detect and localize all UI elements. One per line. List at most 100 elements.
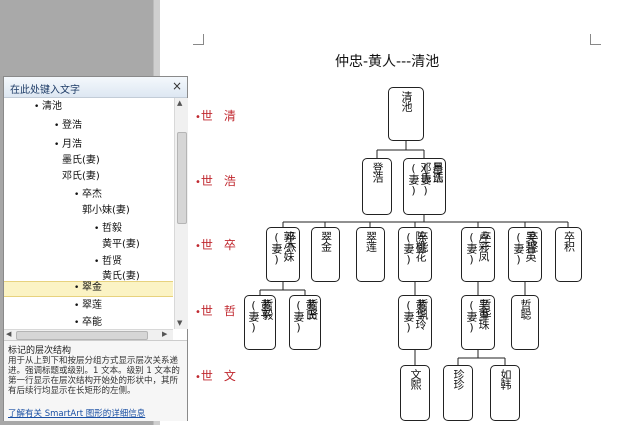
horizontal-scrollbar[interactable]: ◀ ▶: [4, 329, 173, 340]
org-node-zuji[interactable]: 卒积: [555, 227, 582, 282]
org-node-zuneng[interactable]: 陈桃花(妻) 卒能: [398, 227, 432, 282]
list-item[interactable]: 邓氏(妻): [62, 170, 100, 184]
app-background: [0, 0, 160, 76]
org-node-cuilian[interactable]: 翠莲: [356, 227, 385, 282]
scroll-down-icon[interactable]: ▼: [177, 319, 183, 327]
node-label: 吴重珠(妻): [465, 299, 490, 333]
node-label: 登浩: [371, 162, 384, 182]
org-node-ruhan[interactable]: 如韩: [490, 365, 520, 421]
node-label: 卒坚: [526, 231, 539, 251]
scroll-up-icon[interactable]: ▲: [177, 99, 183, 107]
org-node-yuehao[interactable]: 邓氏(妻) 墨氏(妻) 月浩: [403, 158, 446, 215]
org-node-zhekai[interactable]: 黄华玲(妻) 哲凯: [398, 295, 432, 350]
generation-label: •世清: [195, 109, 236, 123]
item-label: 哲贤: [102, 256, 122, 267]
org-node-zugan[interactable]: 卢彩凤(妻) 卒干: [461, 227, 495, 282]
item-label: 哲毅: [102, 223, 122, 234]
item-label: 卒杰: [82, 189, 102, 200]
selected-row-highlight: [4, 281, 173, 297]
node-label: 吴碧英(妻): [512, 231, 537, 265]
node-label: 哲聪: [519, 299, 532, 319]
org-node-wenxi[interactable]: 文熙: [400, 365, 430, 421]
scrollbar-thumb[interactable]: [16, 331, 148, 340]
node-label: 珍珍: [452, 369, 465, 389]
org-node-cuijin[interactable]: 翠金: [311, 227, 340, 282]
node-label: 卒积: [562, 231, 576, 251]
scroll-left-icon[interactable]: ◀: [6, 330, 12, 338]
generation-label: •世卒: [195, 238, 236, 252]
node-label: 哲贤: [306, 299, 319, 319]
node-label: 卒杰: [284, 231, 297, 251]
node-label: 黄华玲(妻): [402, 299, 427, 333]
list-item[interactable]: •卒能: [74, 317, 102, 328]
node-label: 黄平(妻): [247, 299, 272, 333]
node-label: 如韩: [499, 369, 512, 389]
layout-description: 标记的层次结构 用于从上到下和按层分组方式显示层次关系递进。强调标题或级别。1 …: [4, 340, 187, 421]
list-item[interactable]: 黄平(妻): [102, 238, 140, 252]
item-label: 卒能: [82, 317, 102, 328]
org-node-zheyi[interactable]: 黄平(妻) 哲毅: [244, 295, 276, 350]
list-item[interactable]: 黄氏(妻): [102, 270, 140, 284]
page-title: 仲忠-黄人---清池: [335, 54, 440, 70]
smartart-text-pane[interactable]: 在此处键入文字 × •清池 •登浩 •月浩 墨氏(妻) 邓氏(妻) •卒杰 郭小…: [3, 76, 188, 421]
item-label: 翠金: [82, 282, 102, 293]
node-label: 翠莲: [364, 231, 378, 251]
node-label: 黄氏(妻): [292, 299, 317, 333]
document-page[interactable]: [160, 0, 640, 425]
item-label: 黄平(妻): [102, 239, 140, 250]
org-node-qingchi[interactable]: 清池: [388, 87, 424, 141]
node-label: 哲毅: [261, 299, 274, 319]
list-item[interactable]: •月浩: [54, 139, 82, 150]
org-node-zhehua[interactable]: 吴重珠(妻) 哲华: [461, 295, 495, 350]
pane-header: 在此处键入文字 ×: [4, 77, 187, 98]
org-node-zujian[interactable]: 吴碧英(妻) 卒坚: [508, 227, 542, 282]
page-corner-mark: [590, 34, 601, 45]
node-label: 卒干: [479, 231, 492, 251]
description-body: 用于从上到下和按层分组方式显示层次关系递进。强调标题或级别。1 文本。级别 1 …: [8, 356, 180, 396]
learn-more-link[interactable]: 了解有关 SmartArt 图形的详细信息: [8, 409, 146, 419]
node-label: 文熙: [409, 369, 422, 389]
list-item[interactable]: •哲毅: [94, 223, 122, 234]
list-item[interactable]: •哲贤: [94, 256, 122, 267]
item-label: 清池: [42, 101, 62, 112]
org-node-zhenzhen[interactable]: 珍珍: [443, 365, 473, 421]
item-label: 黄氏(妻): [102, 271, 140, 282]
scroll-right-icon[interactable]: ▶: [162, 330, 168, 338]
item-label: 墨氏(妻): [62, 155, 100, 166]
list-item[interactable]: 郭小妹(妻): [82, 204, 130, 218]
node-label: 清池: [400, 91, 413, 111]
list-item[interactable]: •翠莲: [74, 300, 102, 311]
description-title: 标记的层次结构: [8, 346, 72, 356]
node-label: 卒能: [416, 231, 429, 251]
scrollbar-thumb[interactable]: [177, 132, 187, 224]
node-label: 卢彩凤(妻): [465, 231, 490, 265]
vertical-scrollbar[interactable]: ▲ ▼: [174, 98, 188, 329]
item-label: 邓氏(妻): [62, 171, 100, 182]
close-icon[interactable]: ×: [171, 79, 182, 93]
text-outline-list[interactable]: •清池 •登浩 •月浩 墨氏(妻) 邓氏(妻) •卒杰 郭小妹(妻) •哲毅 黄…: [4, 98, 173, 329]
item-label: 郭小妹(妻): [82, 205, 130, 216]
node-label: 哲华: [479, 299, 492, 319]
item-label: 月浩: [62, 139, 82, 150]
node-label: 翠金: [319, 231, 333, 251]
node-label: 墨氏(妻): [419, 162, 444, 196]
node-label: 邓氏(妻): [407, 162, 432, 196]
list-item[interactable]: 墨氏(妻): [62, 154, 100, 168]
org-node-zhexian[interactable]: 黄氏(妻) 哲贤: [289, 295, 321, 350]
generation-label: •世文: [195, 369, 236, 383]
node-label: 郭小妹(妻): [270, 231, 295, 265]
node-label: 陈桃花(妻): [402, 231, 427, 265]
list-item[interactable]: •登浩: [54, 120, 82, 131]
org-node-zhecong[interactable]: 哲聪: [511, 295, 539, 350]
org-node-zujie[interactable]: 郭小妹(妻) 卒杰: [266, 227, 300, 282]
list-item[interactable]: •清池: [34, 101, 62, 112]
pane-title: 在此处键入文字: [10, 85, 80, 96]
org-node-dengzhao[interactable]: 登浩: [362, 158, 392, 215]
node-label: 哲凯: [416, 299, 429, 319]
list-item[interactable]: •卒杰: [74, 189, 102, 200]
node-label: 月浩: [431, 162, 444, 182]
generation-label: •世哲: [195, 304, 236, 318]
item-label: 登浩: [62, 120, 82, 131]
list-item[interactable]: •翠金: [74, 282, 102, 293]
